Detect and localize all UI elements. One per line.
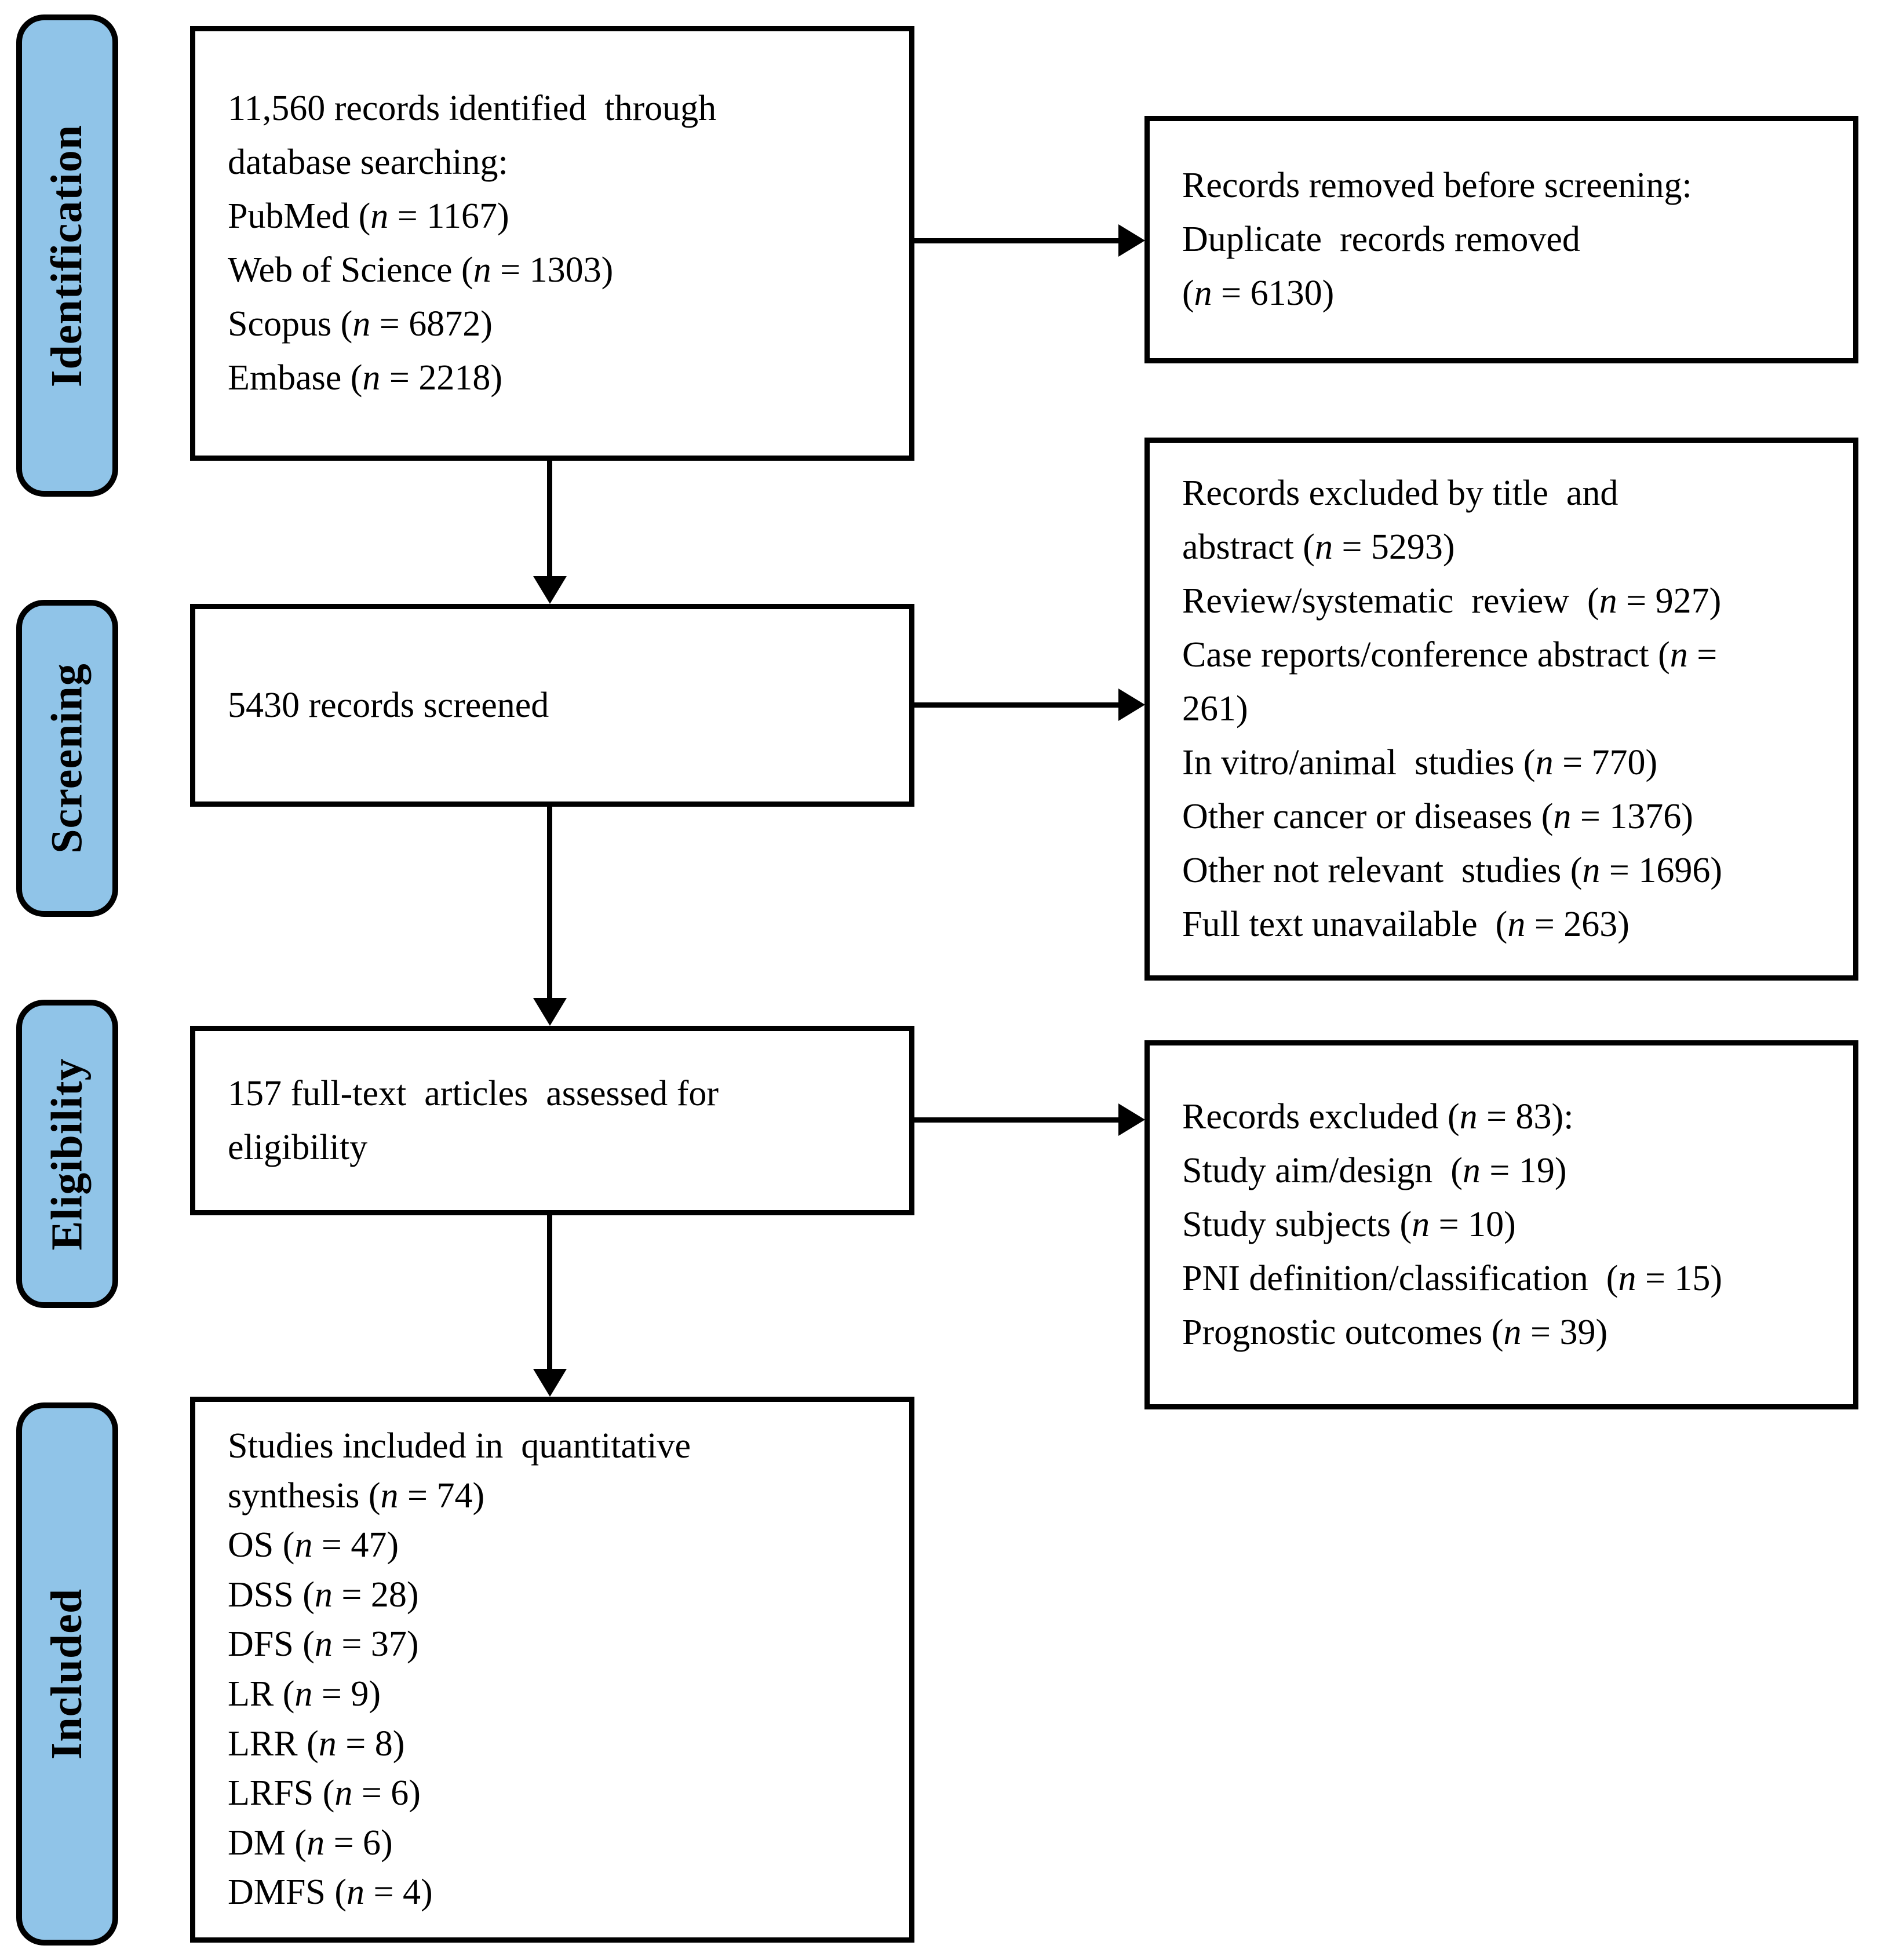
text-line: 5430 records screened bbox=[228, 685, 549, 725]
stage-label-text: Included bbox=[42, 1588, 92, 1760]
text-line: PNI definition/classification (n = 15) bbox=[1182, 1259, 1723, 1298]
text-line: LRR (n = 8) bbox=[228, 1724, 405, 1764]
studies-included-box: Studies included in quantitative synthes… bbox=[190, 1397, 914, 1943]
text-line: DMFS (n = 4) bbox=[228, 1872, 433, 1912]
records-excluded-screening-box: Records excluded by title and abstract (… bbox=[1144, 438, 1858, 981]
text-line: abstract (n = 5293) bbox=[1182, 527, 1455, 567]
text-line: In vitro/animal studies (n = 770) bbox=[1182, 743, 1658, 782]
records-removed-before-screening-box: Records removed before screening: Duplic… bbox=[1144, 116, 1858, 363]
text-line: LR (n = 9) bbox=[228, 1674, 381, 1714]
text-line: synthesis (n = 74) bbox=[228, 1476, 485, 1515]
text-line: Duplicate records removed bbox=[1182, 220, 1580, 259]
arrow-line-eligibility-to-excluded bbox=[914, 1117, 1118, 1123]
arrow-line-eligibility-to-included bbox=[547, 1215, 552, 1369]
text-line: Review/systematic review (n = 927) bbox=[1182, 581, 1722, 621]
text-line: Case reports/conference abstract (n = bbox=[1182, 635, 1718, 675]
arrowhead-down-icon bbox=[533, 1369, 567, 1397]
fulltext-assessed-box: 157 full-text articles assessed for elig… bbox=[190, 1026, 914, 1215]
text-line: database searching: bbox=[228, 143, 508, 182]
text-line: Embase (n = 2218) bbox=[228, 358, 503, 398]
arrow-line-identification-to-removed bbox=[914, 238, 1118, 243]
text-line: Other not relevant studies (n = 1696) bbox=[1182, 851, 1723, 890]
stage-label-text: Eligibility bbox=[42, 1058, 92, 1250]
text-line: DM (n = 6) bbox=[228, 1823, 393, 1863]
text-line: LRFS (n = 6) bbox=[228, 1773, 421, 1813]
text-line: DFS (n = 37) bbox=[228, 1624, 419, 1664]
arrowhead-right-icon bbox=[1118, 1103, 1145, 1136]
stage-label-eligibility: Eligibility bbox=[16, 1000, 118, 1308]
records-screened-box: 5430 records screened bbox=[190, 604, 914, 807]
arrowhead-right-icon bbox=[1118, 688, 1145, 721]
text-line: Studies included in quantitative bbox=[228, 1426, 691, 1466]
text-line: OS (n = 47) bbox=[228, 1525, 399, 1565]
stage-label-included: Included bbox=[16, 1402, 118, 1946]
arrow-line-identification-to-screening bbox=[547, 461, 552, 576]
stage-label-text: Identification bbox=[42, 124, 92, 387]
identification-records-box: 11,560 records identified through databa… bbox=[190, 26, 914, 461]
text-line: Scopus (n = 6872) bbox=[228, 304, 493, 344]
arrow-line-screening-to-eligibility bbox=[547, 806, 552, 998]
text-line: 11,560 records identified through bbox=[228, 89, 717, 128]
arrowhead-down-icon bbox=[533, 998, 567, 1026]
text-line: 157 full-text articles assessed for bbox=[228, 1073, 719, 1113]
text-line: Records removed before screening: bbox=[1182, 166, 1692, 205]
records-excluded-eligibility-box: Records excluded (n = 83): Study aim/des… bbox=[1144, 1040, 1858, 1409]
stage-label-screening: Screening bbox=[16, 600, 118, 917]
text-line: Study aim/design (n = 19) bbox=[1182, 1151, 1567, 1190]
arrowhead-down-icon bbox=[533, 576, 567, 604]
text-line: PubMed (n = 1167) bbox=[228, 196, 509, 236]
stage-label-identification: Identification bbox=[16, 14, 118, 497]
text-line: (n = 6130) bbox=[1182, 274, 1335, 313]
text-line: Records excluded by title and bbox=[1182, 473, 1618, 513]
text-line: Web of Science (n = 1303) bbox=[228, 250, 614, 290]
stage-label-text: Screening bbox=[42, 663, 92, 854]
text-line: DSS (n = 28) bbox=[228, 1575, 419, 1615]
text-line: Prognostic outcomes (n = 39) bbox=[1182, 1313, 1608, 1352]
text-line: Full text unavailable (n = 263) bbox=[1182, 905, 1630, 944]
text-line: 261) bbox=[1182, 689, 1248, 728]
text-line: eligibility bbox=[228, 1127, 368, 1167]
text-line: Other cancer or diseases (n = 1376) bbox=[1182, 797, 1693, 836]
arrow-line-screening-to-excluded bbox=[914, 702, 1118, 708]
text-line: Study subjects (n = 10) bbox=[1182, 1205, 1516, 1244]
text-line: Records excluded (n = 83): bbox=[1182, 1097, 1574, 1136]
arrowhead-right-icon bbox=[1118, 224, 1145, 257]
